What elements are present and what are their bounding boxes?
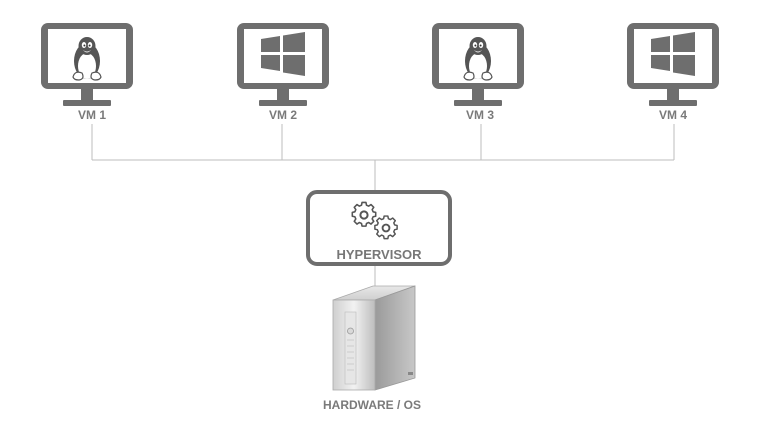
connector-lines — [91, 124, 675, 290]
vm-2 — [237, 23, 329, 106]
hypervisor-label: HYPERVISOR — [336, 247, 422, 262]
power-button-icon — [347, 327, 354, 335]
vm-1-label: VM 1 — [77, 108, 106, 122]
vm-4-label: VM 4 — [658, 108, 687, 122]
hardware-label: HARDWARE / OS — [322, 398, 421, 412]
vm-2-label: VM 2 — [268, 108, 297, 122]
vm-1 — [41, 23, 133, 106]
vm-4 — [627, 23, 719, 106]
vm-3-label: VM 3 — [465, 108, 494, 122]
server-tower-icon — [332, 285, 416, 391]
vm-3 — [432, 23, 524, 106]
hypervisor-node — [306, 190, 452, 266]
